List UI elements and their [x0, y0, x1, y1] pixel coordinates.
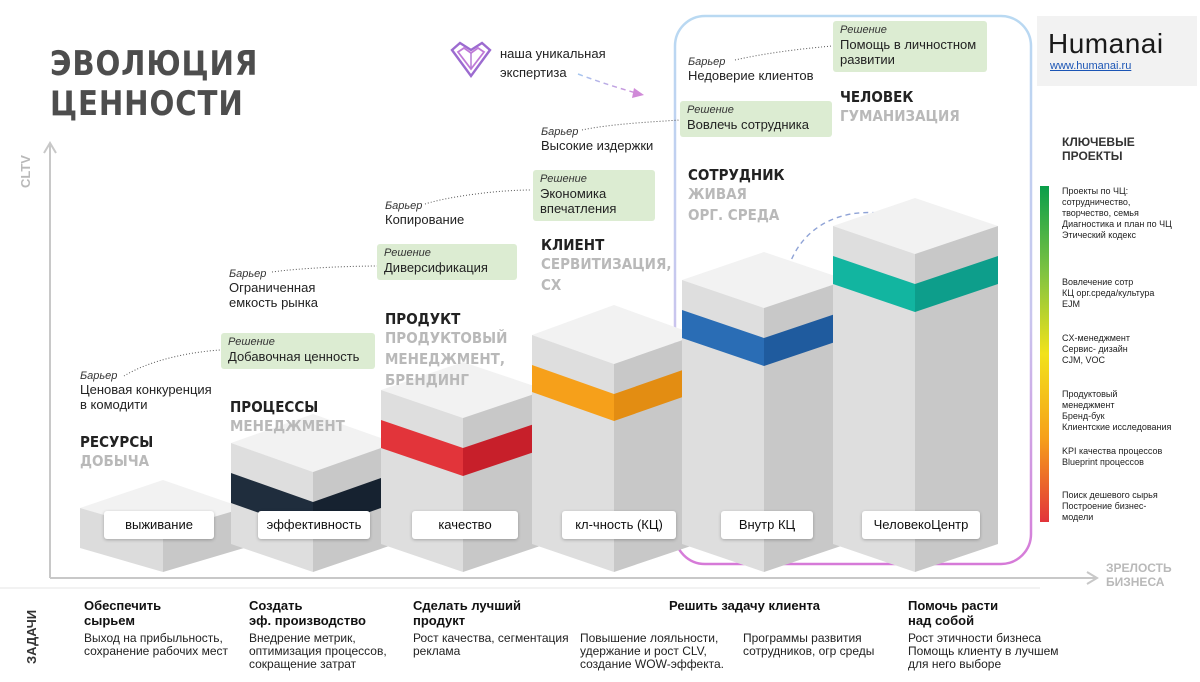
legend-color-bar [1040, 186, 1049, 522]
barrier-4: Барьер Высокие издержки [541, 126, 654, 153]
stage-human: ЧЕЛОВЕК ГУМАНИЗАЦИЯ [840, 88, 960, 125]
pill-human-centric: ЧеловекоЦентр [862, 511, 980, 539]
solution-4: Решение Вовлечь сотрудника [680, 101, 832, 137]
block-product [381, 362, 546, 572]
legend-group-human: Проекты по ЧЦ:сотрудничество,творчество,… [1062, 186, 1172, 240]
logo-box: Humanai www.humanai.ru [1037, 16, 1197, 86]
diamond-heart-icon [450, 41, 492, 79]
stage-product: ПРОДУКТ ПРОДУКТОВЫЙ МЕНЕДЖМЕНТ, БРЕНДИНГ [385, 310, 508, 389]
pill-quality: качество [412, 511, 518, 539]
stage-processes: ПРОЦЕССЫ МЕНЕДЖМЕНТ [230, 398, 345, 435]
stage-employee: СОТРУДНИК ЖИВАЯ ОРГ. СРЕДА [688, 166, 785, 224]
block-employee [682, 252, 847, 572]
task-4-heading: Решить задачу клиента [669, 598, 821, 613]
solution-3: Решение Экономика впечатления [533, 170, 655, 221]
barrier-1: Барьер Ценовая конкуренция в комодити [80, 370, 212, 412]
pill-survival: выживание [104, 511, 214, 539]
logo-url[interactable]: www.humanai.ru [1050, 60, 1132, 72]
task-4a: Повышение лояльности,удержание и рост CL… [580, 631, 724, 671]
block-processes [231, 414, 395, 572]
page-title: ЭВОЛЮЦИЯ ЦЕННОСТИ [50, 44, 259, 124]
band-product [381, 420, 463, 476]
stage-client: КЛИЕНТ СЕРВИТИЗАЦИЯ, CX [541, 236, 672, 294]
solution-2: Решение Диверсификация [377, 244, 517, 280]
solution-5: Решение Помощь в личностном развитии [833, 21, 987, 72]
block-human [833, 198, 998, 572]
barrier-2: Барьер Ограниченная емкость рынка [229, 268, 319, 310]
solution-1: Решение Добавочная ценность [221, 333, 375, 369]
barrier-5: Барьер Недоверие клиентов [688, 56, 814, 83]
stage-resources: РЕСУРСЫ ДОБЫЧА [80, 433, 154, 470]
barrier-3: Барьер Копирование [385, 200, 465, 227]
band-human [833, 256, 915, 312]
pill-client-centricity: кл-чность (КЦ) [562, 511, 676, 539]
pill-internal-cc: Внутр КЦ [721, 511, 813, 539]
band-employee [682, 310, 764, 366]
axes [43, 141, 1099, 585]
pill-efficiency: эффективность [258, 511, 370, 539]
logo: Humanai [1048, 28, 1164, 59]
band-client [532, 365, 614, 421]
